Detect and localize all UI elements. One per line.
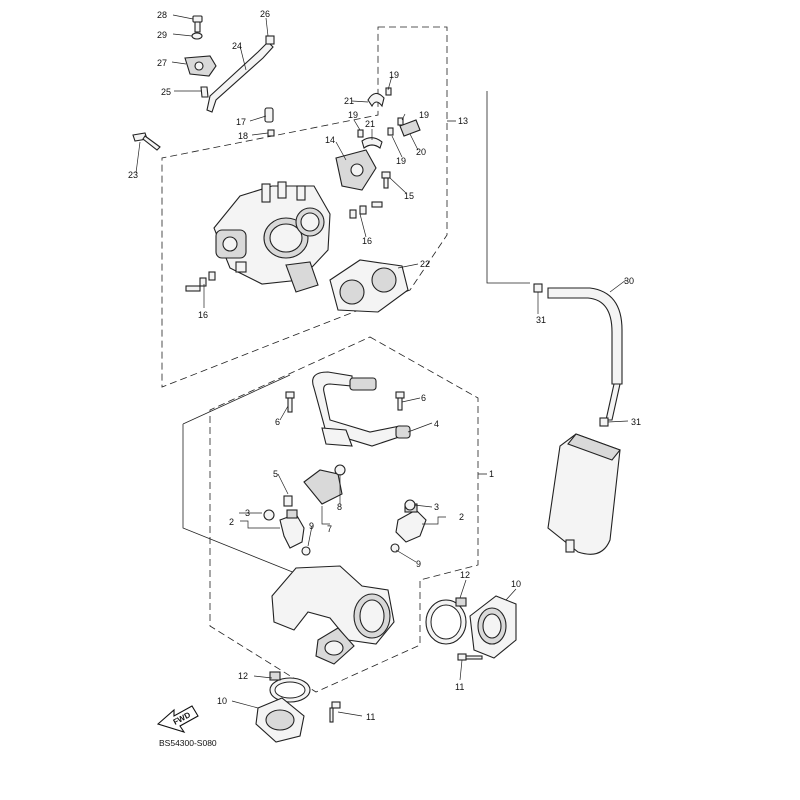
- screw-set-16-right: [349, 201, 383, 219]
- fitting-20: [399, 119, 421, 137]
- callout-12: 12: [238, 671, 248, 681]
- boot-10-right: [469, 595, 517, 659]
- washer-29: [191, 32, 203, 40]
- throttle-body-group-outline: [161, 26, 448, 388]
- fuel-rail-4: [312, 371, 411, 447]
- diagram-code: BS54300-S080: [159, 738, 217, 748]
- callout-24: 24: [232, 41, 242, 51]
- clamp-26: [265, 35, 275, 45]
- group-boundaries: [161, 26, 530, 693]
- clip-31-upper: [533, 283, 543, 293]
- callout-labels: 28 29 26 24 27 25 19 21 19 17 18 19 21 1…: [128, 9, 641, 722]
- bracket-27: [184, 55, 217, 77]
- callout-28: 28: [157, 10, 167, 20]
- hose-30: [547, 287, 623, 421]
- clip-18: [267, 129, 275, 137]
- callout-20: 20: [416, 147, 426, 157]
- bolt-11-right: [457, 653, 483, 661]
- callout-1: 1: [489, 469, 494, 479]
- screw-15: [381, 171, 391, 189]
- intake-group-outline: [209, 336, 479, 693]
- callout-2: 2: [229, 517, 234, 527]
- callout-16: 16: [198, 310, 208, 320]
- fwd-arrow: FWD: [156, 705, 199, 733]
- callout-2: 2: [459, 512, 464, 522]
- callout-29: 29: [157, 30, 167, 40]
- callout-21: 21: [344, 96, 354, 106]
- callout-30: 30: [624, 276, 634, 286]
- callout-14: 14: [325, 135, 335, 145]
- leader-lines: [135, 14, 629, 717]
- callout-3: 3: [434, 502, 439, 512]
- callout-13: 13: [458, 116, 468, 126]
- callout-19: 19: [348, 110, 358, 120]
- bolt-5: [283, 495, 293, 507]
- bolt-23: [132, 132, 161, 151]
- callout-27: 27: [157, 58, 167, 68]
- clamp-12-right: [425, 597, 467, 645]
- screw-set-16-left: [185, 271, 216, 292]
- oring-9-right: [390, 543, 400, 553]
- callout-17: 17: [236, 117, 246, 127]
- clamp-25: [200, 86, 209, 98]
- clip-31-lower: [599, 417, 609, 427]
- callout-9: 9: [416, 559, 421, 569]
- callout-4: 4: [434, 419, 439, 429]
- oring-9-left: [301, 546, 311, 556]
- callout-31: 31: [631, 417, 641, 427]
- oring-3-left: [263, 509, 275, 521]
- intake-manifold: [271, 565, 395, 665]
- callout-21: 21: [365, 119, 375, 129]
- oring-3-right: [404, 499, 416, 511]
- callout-6: 6: [275, 417, 280, 427]
- injector-2-left: [279, 509, 305, 549]
- callout-19: 19: [396, 156, 406, 166]
- regulator-7-8: [303, 464, 346, 505]
- boot-10-left: [255, 697, 305, 743]
- callout-11: 11: [455, 682, 464, 692]
- callout-19: 19: [389, 70, 399, 80]
- callout-11: 11: [366, 712, 375, 722]
- callout-10: 10: [217, 696, 227, 706]
- callout-12: 12: [460, 570, 470, 580]
- callout-7: 7: [327, 524, 332, 534]
- callout-22: 22: [420, 259, 430, 269]
- bolt-6-right: [395, 391, 405, 411]
- callout-8: 8: [337, 502, 342, 512]
- callout-6: 6: [421, 393, 426, 403]
- bolt-6-left: [285, 391, 295, 413]
- callout-9: 9: [309, 521, 314, 531]
- throttle-body: [213, 181, 331, 293]
- gasket-22: [329, 259, 409, 313]
- callout-31: 31: [536, 315, 546, 325]
- hose-set-19-21: [357, 87, 404, 149]
- group-1-link: [182, 374, 301, 576]
- callout-16: 16: [362, 236, 372, 246]
- callout-19: 19: [419, 110, 429, 120]
- callout-25: 25: [161, 87, 171, 97]
- callout-26: 26: [260, 9, 270, 19]
- canister: [547, 433, 621, 555]
- callout-23: 23: [128, 170, 138, 180]
- plug-17: [264, 107, 274, 123]
- callout-15: 15: [404, 191, 414, 201]
- bolt-11-left: [329, 701, 341, 723]
- callout-3: 3: [245, 508, 250, 518]
- callout-5: 5: [273, 469, 278, 479]
- group-13-hose-link: [486, 91, 530, 284]
- clamp-12-left: [269, 671, 311, 703]
- callout-10: 10: [511, 579, 521, 589]
- callout-18: 18: [238, 131, 248, 141]
- sensor-14: [335, 149, 377, 191]
- bolt-28: [192, 15, 203, 33]
